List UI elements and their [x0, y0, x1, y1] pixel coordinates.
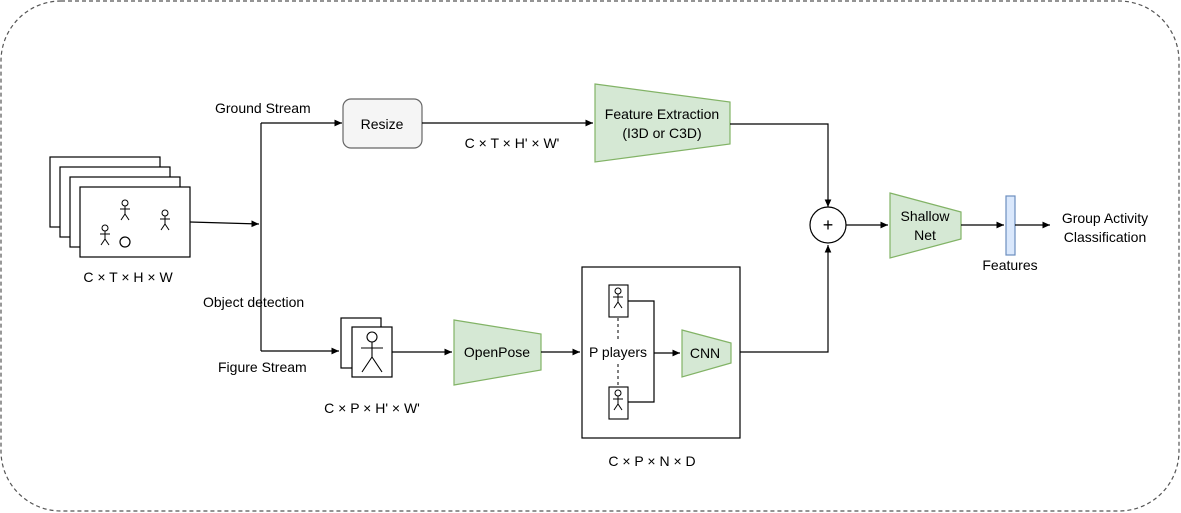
feature-extraction-title: Feature Extraction: [605, 106, 719, 122]
cnn-to-fusion-arrow: [740, 245, 832, 353]
output-line1: Group Activity: [1062, 210, 1148, 226]
resize-label: Resize: [361, 116, 404, 132]
openpose-label: OpenPose: [464, 344, 530, 360]
feature-extraction-block: [594, 83, 731, 163]
fusion-plus-icon: +: [823, 215, 834, 235]
output-line2: Classification: [1064, 229, 1146, 245]
feature-to-fusion-arrow: [730, 123, 832, 207]
object-detection-label: Object detection: [203, 294, 304, 310]
shallow-net-line1: Shallow: [900, 208, 950, 224]
input-video-frames: [49, 156, 191, 258]
players-dims-label: C × P × N × D: [608, 453, 695, 469]
players-label: P players: [589, 344, 647, 360]
openpose-block: [453, 319, 542, 386]
players-bracket: [628, 300, 655, 403]
features-vector: [1005, 195, 1016, 256]
ground-dims-label: C × T × H' × W': [465, 135, 560, 151]
features-label: Features: [982, 257, 1037, 273]
crops-dims-label: C × P × H' × W': [324, 400, 420, 416]
ball-icon: [119, 236, 131, 248]
feature-extraction-subtitle: (I3D or C3D): [622, 125, 701, 141]
figure-stream-label: Figure Stream: [218, 359, 307, 375]
ground-stream-label: Ground Stream: [215, 100, 311, 116]
input-arrow: [189, 220, 260, 228]
cnn-label: CNN: [690, 345, 720, 361]
cnn-block: [681, 329, 732, 378]
input-dims-label: C × T × H × W: [83, 269, 173, 285]
player-crops: [340, 317, 393, 378]
shallow-net-line2: Net: [914, 227, 936, 243]
shallow-net-block: [889, 192, 962, 259]
